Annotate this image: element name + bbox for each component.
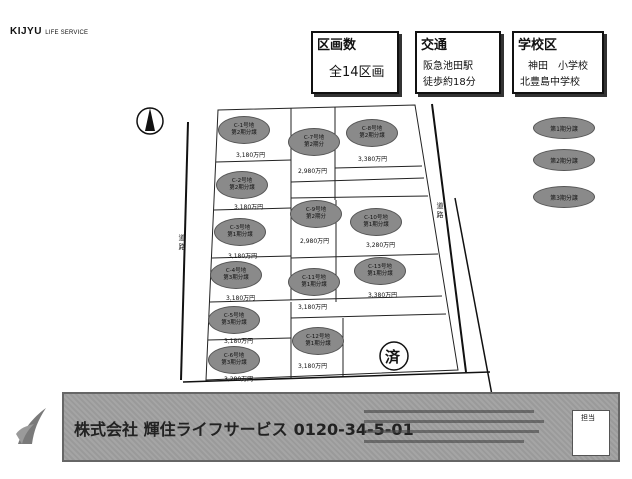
lot-count-box: 区画数 全14区画 xyxy=(311,31,399,94)
lot-count-value: 全14区画 xyxy=(329,65,385,80)
fine-print-line xyxy=(364,410,534,413)
north-arrow-icon xyxy=(136,107,164,135)
lot-c4[interactable]: C-4号地第3期分譲 xyxy=(210,261,262,289)
lot-c4-price: 3,180万円 xyxy=(226,295,256,302)
lot-c13[interactable]: C-13号地第1期分譲 xyxy=(354,257,406,285)
company-phone: 0120-34-5-01 xyxy=(293,420,414,439)
footer-company: 株式会社 輝住ライフサービス 0120-34-5-01 xyxy=(74,416,414,440)
fine-print-line xyxy=(364,430,539,433)
school-line-2: 北豊島中学校 xyxy=(520,77,580,88)
traffic-line-2: 徒歩約18分 xyxy=(423,77,476,88)
stamp-label: 担当 xyxy=(581,414,595,422)
lot-c6-price: 3,280万円 xyxy=(224,376,254,383)
lot-c9[interactable]: C-9号地第2期分 xyxy=(290,200,342,228)
lot-c3[interactable]: C-3号地第1期分譲 xyxy=(214,218,266,246)
sold-mark: 済 xyxy=(385,348,401,366)
school-line-1: 神田 小学校 xyxy=(528,61,588,72)
lot-count-title: 区画数 xyxy=(317,38,357,53)
left-road-label: 道路 xyxy=(178,234,186,251)
left-road-edge xyxy=(180,121,189,381)
school-district-box: 学校区 神田 小学校 北豊島中学校 xyxy=(512,31,604,94)
lot-c10-price: 3,280万円 xyxy=(366,242,396,249)
lot-c8-price: 3,380万円 xyxy=(358,156,388,163)
lot-c10[interactable]: C-10号地第1期分譲 xyxy=(350,208,402,236)
school-title: 学校区 xyxy=(518,38,558,53)
company-logo-text: KIJYU LIFE SERVICE xyxy=(10,26,88,37)
lot-c2-price: 3,180万円 xyxy=(234,204,264,211)
lot-c11-price: 3,180万円 xyxy=(298,304,328,311)
lot-c8[interactable]: C-8号地第2期分譲 xyxy=(346,119,398,147)
traffic-box: 交通 阪急池田駅 徒歩約18分 xyxy=(415,31,501,94)
staff-stamp-box: 担当 xyxy=(572,410,610,456)
lot-c12-price: 3,180万円 xyxy=(298,363,328,370)
lot-c9-price: 2,980万円 xyxy=(300,238,330,245)
company-leaf-logo-icon xyxy=(16,408,46,444)
lot-c5-price: 3,180万円 xyxy=(224,338,254,345)
lot-c2[interactable]: C-2号地第2期分譲 xyxy=(216,171,268,199)
lot-c13-price: 3,380万円 xyxy=(368,292,398,299)
right-road-label: 道路 xyxy=(436,202,444,219)
fine-print-line xyxy=(364,420,544,423)
lot-c3-price: 3,180万円 xyxy=(228,253,258,260)
company-name: 株式会社 輝住ライフサービス xyxy=(74,420,288,439)
brand-sub: LIFE SERVICE xyxy=(45,30,89,36)
lot-c5[interactable]: C-5号地第3期分譲 xyxy=(208,306,260,334)
traffic-title: 交通 xyxy=(421,38,448,53)
lot-c1-price: 3,180万円 xyxy=(236,152,266,159)
right-road-edge xyxy=(431,103,467,373)
fine-print-line xyxy=(364,440,524,443)
legend-phase-1: 第1期分譲 xyxy=(533,117,595,139)
legend-phase-3: 第3期分譲 xyxy=(533,186,595,208)
company-footer-banner: 株式会社 輝住ライフサービス 0120-34-5-01 xyxy=(62,392,620,462)
lot-c7-price: 2,980万円 xyxy=(298,168,328,175)
lot-c6[interactable]: C-6号地第3期分譲 xyxy=(208,346,260,374)
lot-c7[interactable]: C-7号地第2期分 xyxy=(288,128,340,156)
sold-mark-circle xyxy=(379,341,409,371)
brand-name: KIJYU xyxy=(10,26,42,37)
legend-phase-2: 第2期分譲 xyxy=(533,149,595,171)
bottom-road-edge xyxy=(182,371,491,383)
traffic-line-1: 阪急池田駅 xyxy=(423,61,473,72)
lot-c12[interactable]: C-12号地第1期分譲 xyxy=(292,327,344,355)
lot-c11[interactable]: C-11号地第1期分譲 xyxy=(288,268,340,296)
lot-c1[interactable]: C-1号地第2期分譲 xyxy=(218,116,270,144)
